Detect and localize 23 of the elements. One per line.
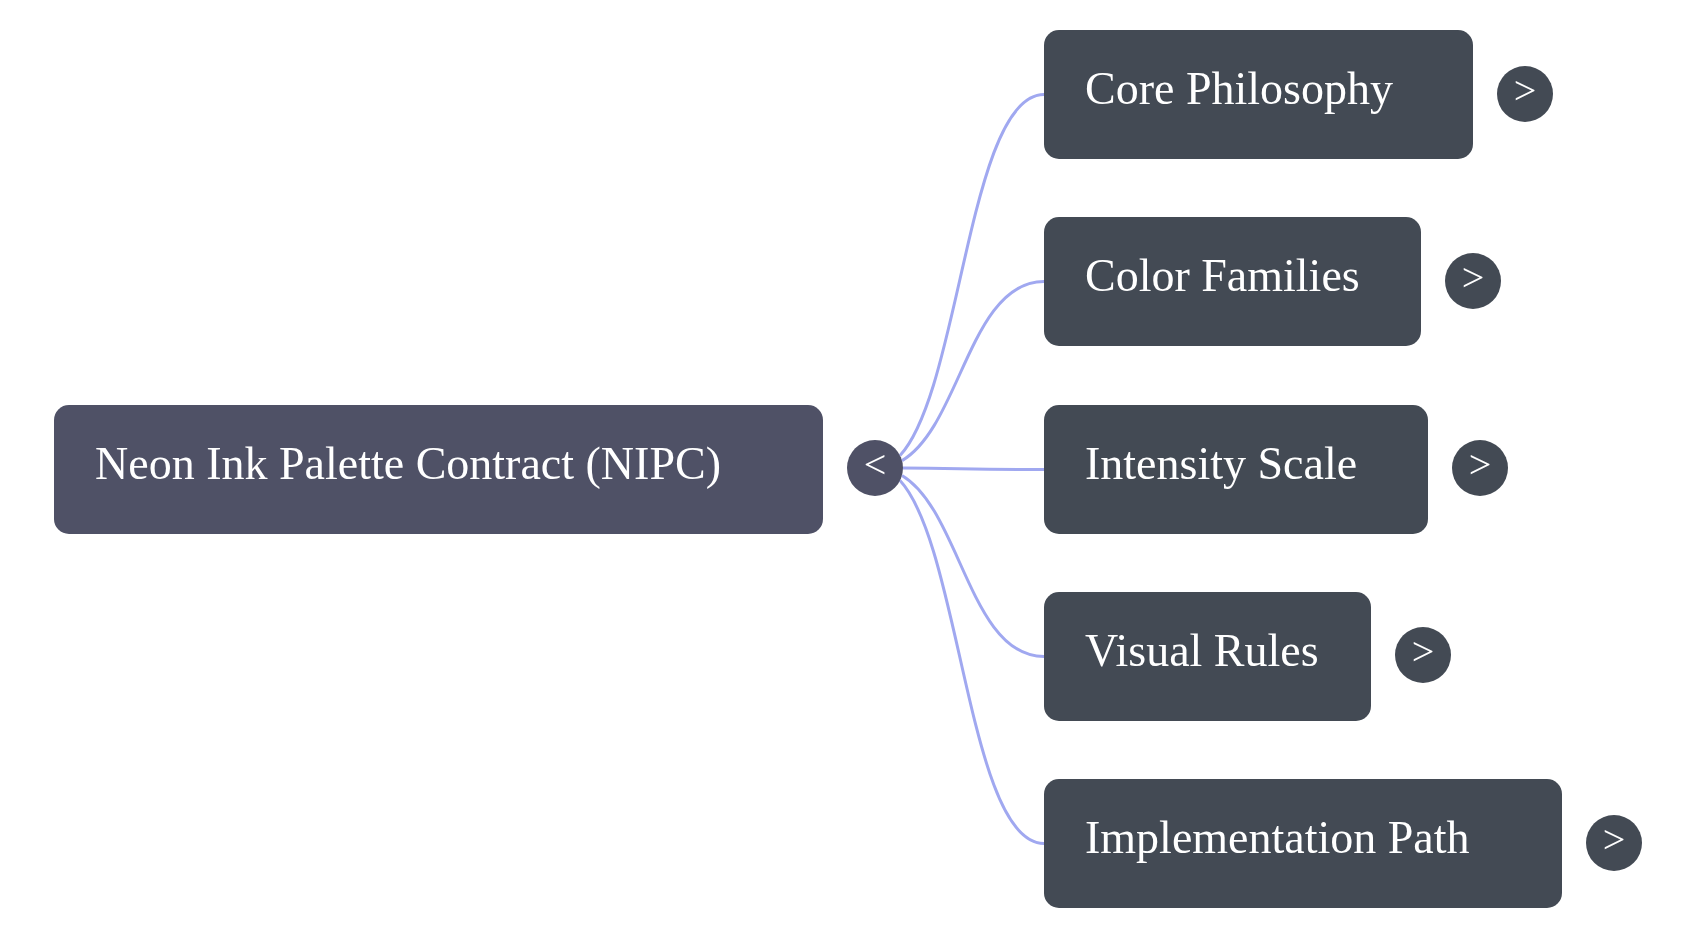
topic-box: [1044, 30, 1473, 159]
topic-label: Neon Ink Palette Contract (NIPC): [95, 439, 721, 490]
expand-button: >: [1452, 440, 1508, 496]
topic-label: Intensity Scale: [1085, 439, 1358, 490]
topic-label: Implementation Path: [1085, 813, 1470, 864]
connector-line: [901, 474, 1045, 658]
topic-box: [1044, 592, 1371, 721]
connector-line: [903, 466, 1044, 471]
topic-box: [1044, 217, 1421, 346]
collapse-button: <: [847, 440, 903, 496]
connector-line: [901, 280, 1045, 462]
topic-label: Visual Rules: [1085, 626, 1319, 677]
topic-box: [1044, 405, 1428, 534]
topic-box: [1044, 779, 1562, 908]
connector-line: [898, 93, 1045, 457]
connector-line: [898, 479, 1045, 845]
topic-label: Color Families: [1085, 251, 1360, 302]
expand-button: >: [1395, 627, 1451, 683]
expand-button: >: [1497, 66, 1553, 122]
topic-label: Core Philosophy: [1085, 64, 1393, 115]
expand-button: >: [1586, 815, 1642, 871]
expand-button: >: [1445, 253, 1501, 309]
root-topic-box: [54, 405, 823, 534]
